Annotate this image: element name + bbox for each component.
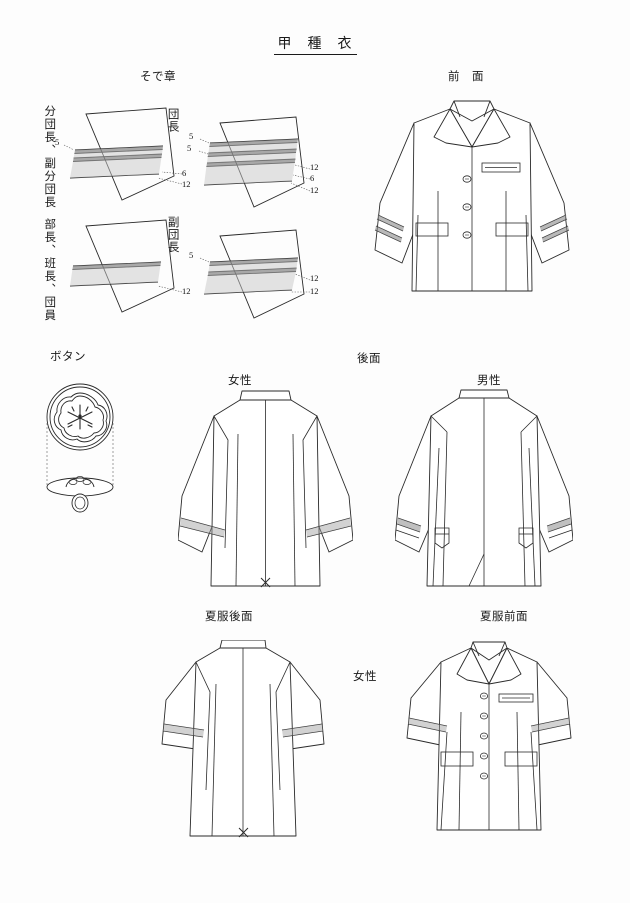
button-emblem-drawing	[46, 383, 114, 513]
rear-section-heading: 後面	[357, 353, 381, 365]
front-jacket-drawing	[374, 100, 570, 292]
summer-rear-label: 夏服後面	[205, 611, 253, 623]
button-emblem	[38, 375, 123, 520]
sleeve-2-dim-1: 5	[187, 143, 192, 153]
sleeve-insignia-3: 12	[62, 216, 192, 316]
rear-female-drawing	[178, 390, 353, 588]
sleeve-section-heading: そで章	[140, 71, 176, 83]
rear-male-drawing	[395, 389, 573, 587]
summer-front-drawing	[406, 641, 572, 831]
sleeve-2-dim-3: 6	[310, 173, 315, 183]
sleeve-2-rank-label: 団長	[166, 108, 179, 133]
sleeve-4-dim-0: 5	[189, 250, 194, 260]
rear-female-label: 女性	[228, 375, 252, 387]
summer-front-label: 夏服前面	[480, 611, 528, 623]
sleeve-2-dim-4: 12	[310, 185, 319, 195]
figure-front-jacket	[372, 95, 572, 320]
button-section-heading: ボタン	[50, 351, 86, 363]
rank-column-line2: 部長、班長、団員	[43, 218, 56, 322]
sleeve-drawing-1	[63, 107, 183, 201]
summer-rear-drawing	[161, 640, 325, 838]
figure-summer-front	[403, 640, 575, 845]
figure-rear-male	[395, 388, 573, 596]
sleeve-drawing-3	[69, 219, 183, 313]
sleeve-2-dim-0: 5	[189, 131, 194, 141]
sleeve-2-dim-2: 12	[310, 162, 319, 172]
figure-rear-female	[178, 388, 353, 596]
sleeve-drawing-2	[198, 116, 311, 208]
sleeve-1-dim-2: 12	[182, 179, 191, 189]
figure-summer-rear	[158, 640, 328, 845]
sleeve-insignia-2: 団長 5 5 12 6 12	[167, 108, 319, 213]
sleeve-drawing-4	[199, 229, 311, 319]
sleeve-1-dim-0: 5	[55, 137, 60, 147]
rank-column-line1: 分団長、副分団長	[43, 105, 56, 209]
rear-male-label: 男性	[477, 375, 501, 387]
page-title-text: 甲 種 衣	[273, 37, 357, 55]
sleeve-4-rank-label: 副団長	[166, 216, 179, 254]
sleeve-insignia-4: 副団長 5 12 12	[167, 216, 319, 323]
sleeve-insignia-1: 5 6 12	[55, 100, 192, 205]
summer-front-sub-label: 女性	[353, 671, 377, 683]
sleeve-3-dim-0: 12	[182, 286, 191, 296]
sleeve-4-dim-2: 12	[310, 286, 319, 296]
page-title: 甲 種 衣	[0, 33, 630, 55]
sleeve-4-dim-1: 12	[310, 273, 319, 283]
sleeve-1-dim-1: 6	[182, 168, 187, 178]
front-section-heading: 前 面	[448, 71, 484, 83]
